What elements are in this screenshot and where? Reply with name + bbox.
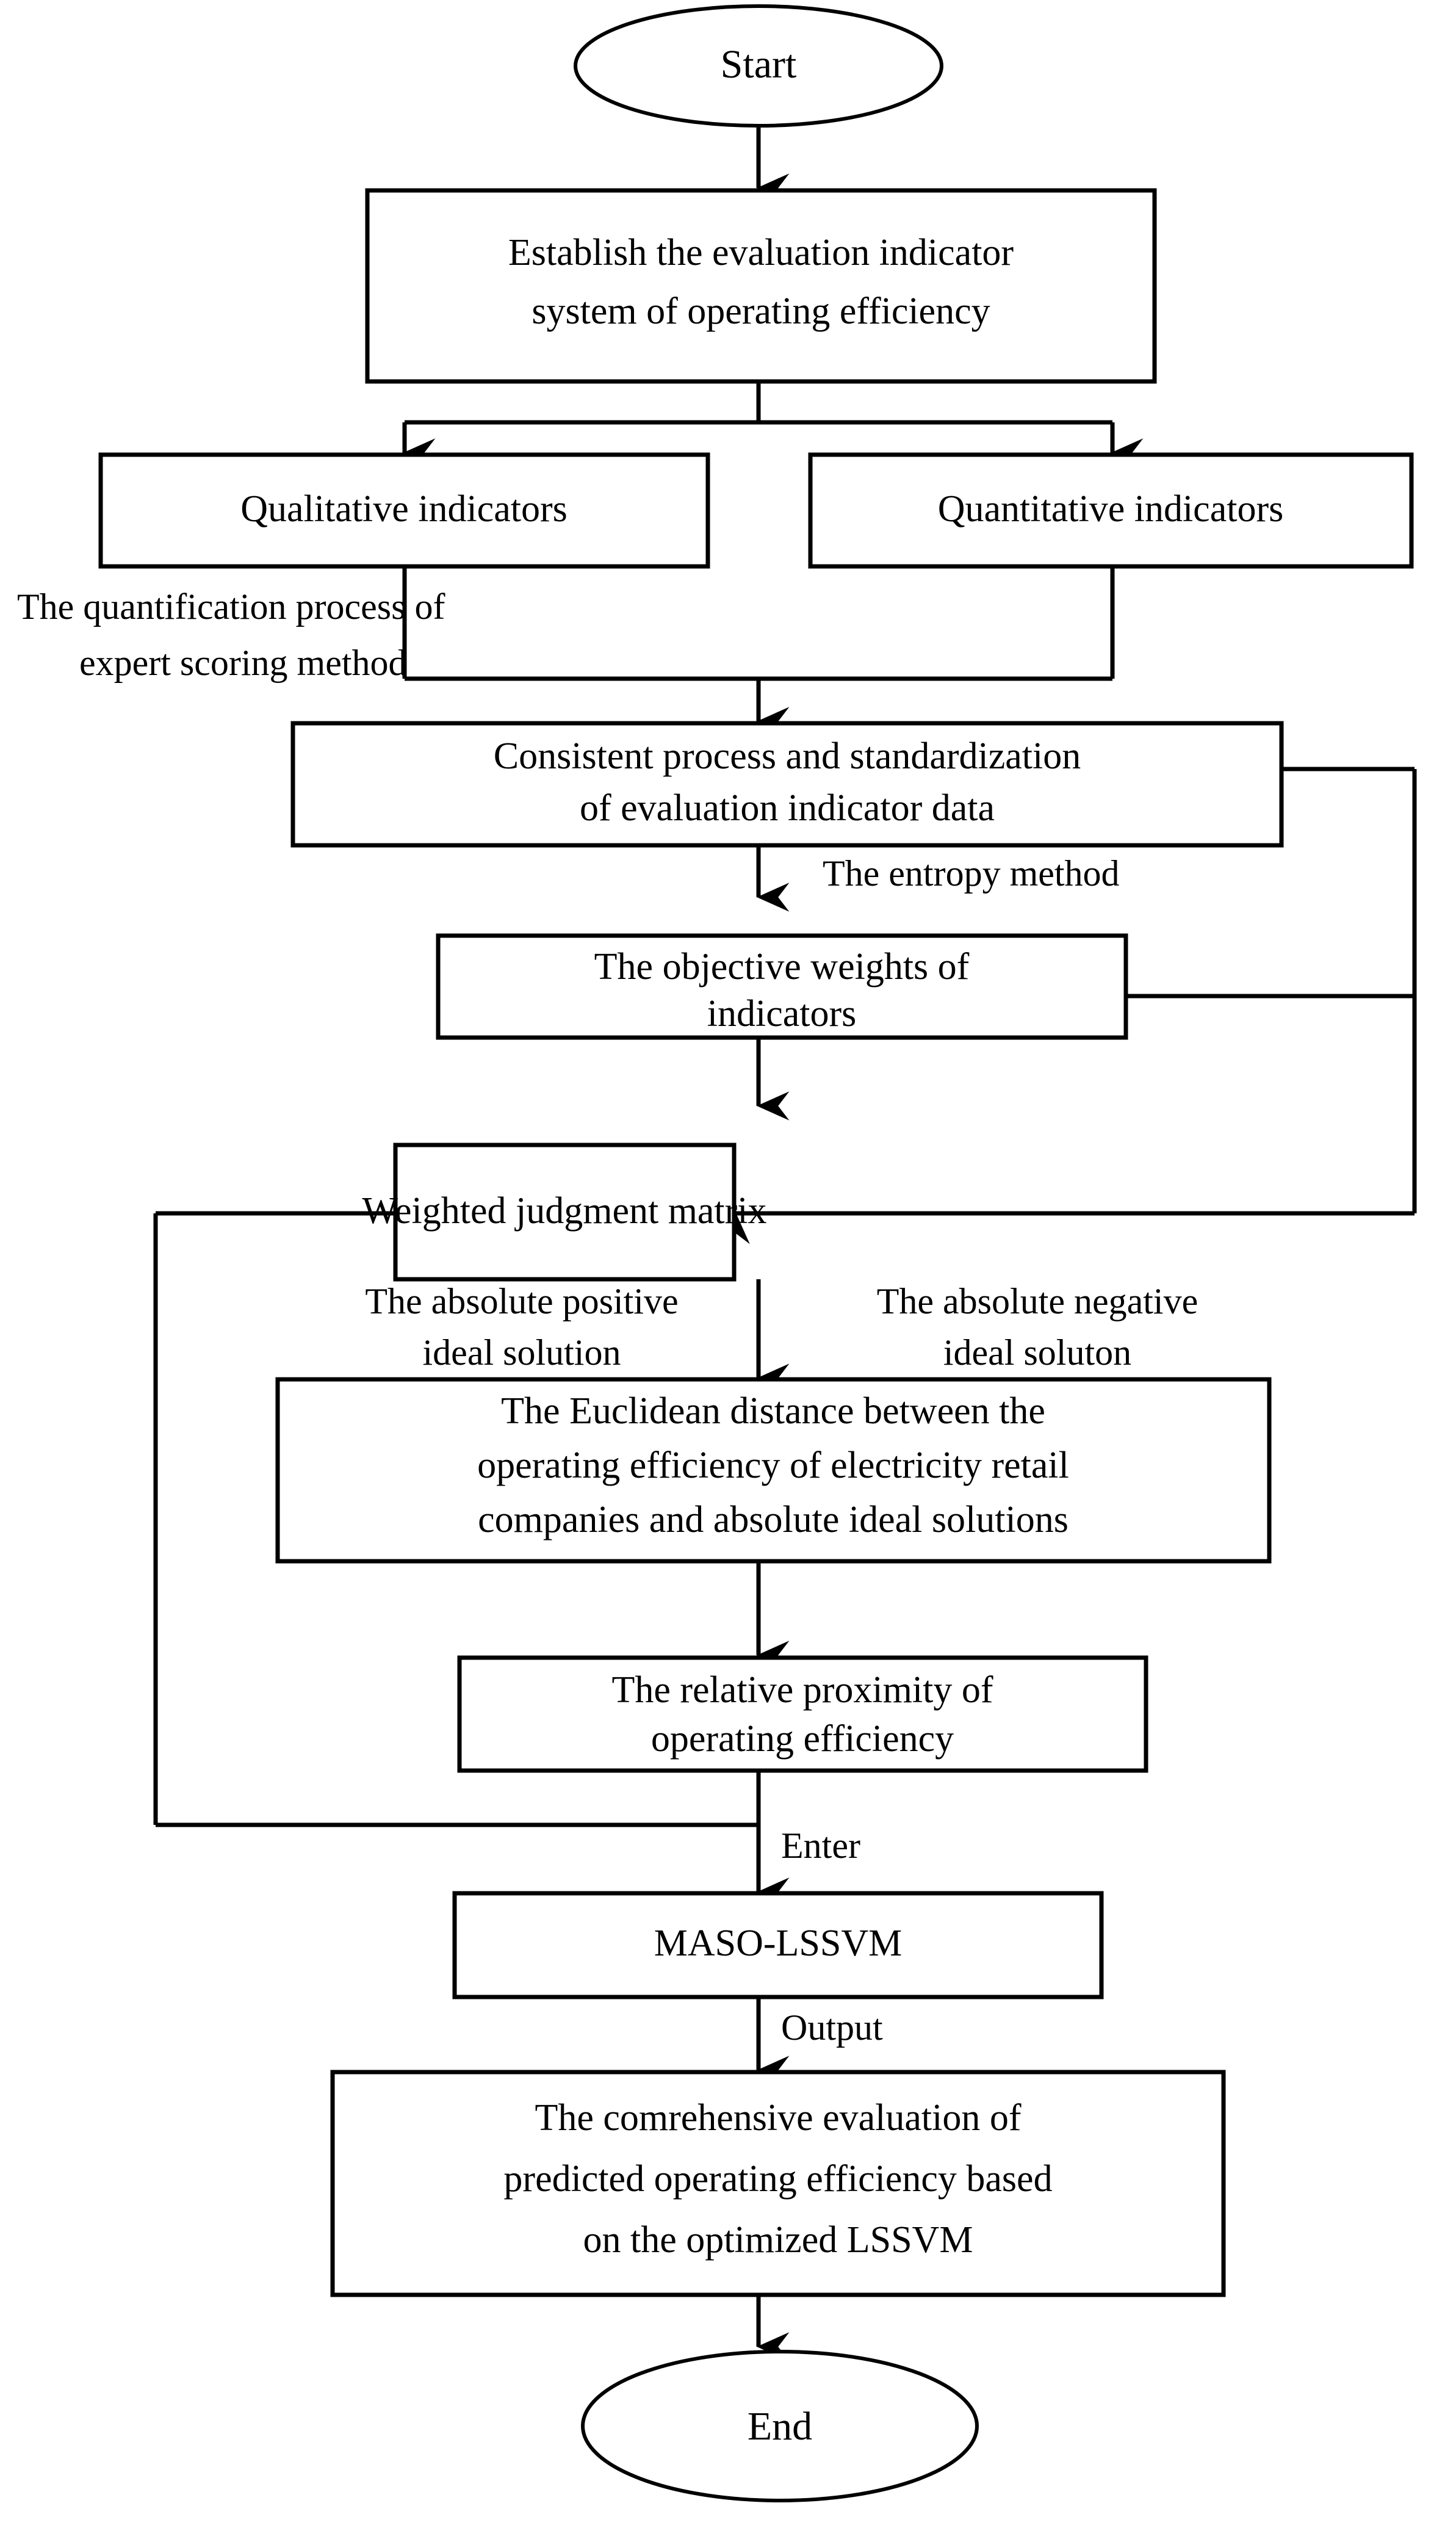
comprehensive-box-shape	[330, 2070, 1226, 2297]
euclidean-box-shape	[275, 1377, 1272, 1564]
node-qualitative-indicators[interactable]: Qualitative indicators	[98, 452, 710, 569]
establish-line-1: Establish the evaluation indicator	[508, 232, 1014, 273]
relative-proximity-box-shape	[457, 1655, 1148, 1773]
edge-label-quantification: The quantification process of expert sco…	[17, 587, 445, 683]
edge-label-output: Output	[781, 2007, 883, 2048]
edge-label-positive-ideal: The absolute positive ideal solution	[365, 1281, 678, 1373]
consistent-line-1: Consistent process and standardization	[494, 735, 1081, 777]
start-label: Start	[721, 42, 797, 87]
node-quantitative-indicators[interactable]: Quantitative indicators	[808, 452, 1414, 569]
node-establish-indicator-system[interactable]: Establish the evaluation indicator syste…	[365, 188, 1157, 384]
euclidean-line-2: operating efficiency of electricity reta…	[477, 1445, 1069, 1486]
node-maso-lssvm[interactable]: MASO-LSSVM	[452, 1891, 1104, 1999]
comprehensive-line-2: predicted operating efficiency based	[503, 2158, 1052, 2200]
positive-ideal-line-2: ideal solution	[423, 1332, 621, 1373]
euclidean-line-3: companies and absolute ideal solutions	[478, 1499, 1069, 1540]
quantitative-box-shape	[808, 452, 1414, 569]
maso-label: MASO-LSSVM	[654, 1923, 903, 1964]
node-relative-proximity[interactable]: The relative proximity of operating effi…	[457, 1655, 1148, 1773]
objective-weights-line-2: indicators	[707, 993, 857, 1035]
consistent-box-shape	[290, 721, 1284, 848]
relative-proximity-line-2: operating efficiency	[651, 1718, 954, 1760]
negative-ideal-line-2: ideal soluton	[943, 1332, 1131, 1373]
edge-label-negative-ideal: The absolute negative ideal soluton	[877, 1281, 1198, 1373]
qualitative-label: Qualitative indicators	[240, 488, 567, 530]
node-comprehensive-evaluation[interactable]: The comrehensive evaluation of predicted…	[330, 2070, 1226, 2297]
edge-label-enter: Enter	[781, 1826, 860, 1866]
negative-ideal-line-1: The absolute negative	[877, 1281, 1198, 1321]
node-consistent-process[interactable]: Consistent process and standardization o…	[290, 721, 1284, 848]
maso-box-shape	[452, 1891, 1104, 1999]
establish-line-2: system of operating efficiency	[532, 291, 990, 332]
entropy-label: The entropy method	[823, 853, 1120, 894]
quantification-line-2: expert scoring method	[79, 643, 407, 683]
relative-proximity-line-1: The relative proximity of	[612, 1669, 993, 1711]
objective-weights-box-shape	[436, 933, 1128, 1040]
node-start[interactable]: Start	[574, 4, 943, 128]
edge-label-entropy-method: The entropy method	[823, 853, 1120, 894]
weighted-matrix-box-shape	[393, 1143, 737, 1282]
positive-ideal-line-1: The absolute positive	[365, 1281, 678, 1321]
node-objective-weights[interactable]: The objective weights of indicators	[436, 933, 1128, 1040]
comprehensive-line-3: on the optimized LSSVM	[583, 2219, 973, 2261]
output-label: Output	[781, 2007, 883, 2048]
node-end[interactable]: End	[581, 2350, 979, 2502]
quantitative-label: Quantitative indicators	[938, 488, 1283, 530]
qualitative-box-shape	[98, 452, 710, 569]
weighted-matrix-label: Weighted judgment matrix	[362, 1190, 766, 1232]
node-weighted-judgment-matrix[interactable]: Weighted judgment matrix	[362, 1143, 767, 1282]
euclidean-line-1: The Euclidean distance between the	[501, 1390, 1045, 1432]
establish-box-shape	[365, 188, 1157, 384]
comprehensive-line-1: The comrehensive evaluation of	[535, 2097, 1021, 2139]
quantification-line-1: The quantification process of	[17, 587, 445, 627]
objective-weights-line-1: The objective weights of	[594, 946, 970, 988]
node-euclidean-distance[interactable]: The Euclidean distance between the opera…	[275, 1377, 1272, 1564]
start-oval-shape	[574, 4, 943, 128]
consistent-line-2: of evaluation indicator data	[580, 787, 995, 829]
end-label: End	[748, 2404, 812, 2449]
end-oval-shape	[581, 2350, 979, 2502]
enter-label: Enter	[781, 1826, 860, 1866]
